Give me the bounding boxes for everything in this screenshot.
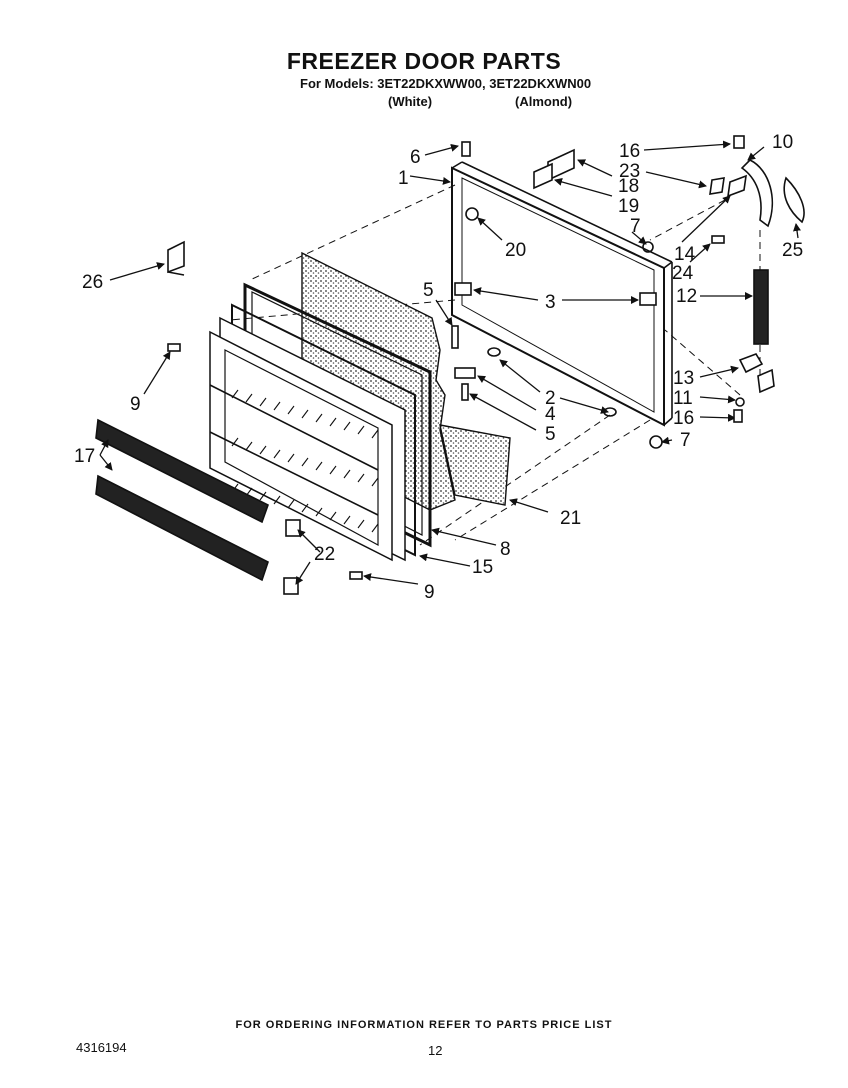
callout-2: 2 — [545, 388, 556, 409]
callout-23: 23 — [619, 161, 640, 182]
assembly-line — [664, 329, 741, 396]
clip-26 — [167, 240, 185, 276]
models-line: For Models: 3ET22DKXWW00, 3ET22DKXWN00 — [300, 76, 592, 91]
callout-14: 14 — [674, 244, 696, 265]
hinge-upper-left — [454, 282, 472, 296]
outer-door-panel — [451, 161, 673, 427]
callout-5-lower: 5 — [545, 424, 556, 445]
label-19 — [533, 162, 553, 190]
callout-9-lower: 9 — [424, 582, 435, 603]
hinge-pin — [461, 383, 469, 401]
callout-19: 19 — [618, 196, 639, 217]
door-handle — [709, 135, 805, 407]
callout-26: 26 — [82, 272, 103, 293]
callout-17: 17 — [74, 446, 95, 467]
assembly-line — [454, 419, 651, 541]
callout-10: 10 — [772, 132, 793, 153]
callout-7-lower: 7 — [680, 430, 691, 451]
shelf-end-cap — [283, 577, 299, 595]
callout-16-upper: 16 — [619, 141, 640, 162]
callout-13: 13 — [673, 368, 694, 389]
callout-6: 6 — [410, 147, 421, 168]
nut-7-upper — [642, 241, 654, 253]
assembly-line — [419, 414, 611, 546]
assembly-line — [649, 199, 726, 241]
shelf-end-cap — [285, 519, 301, 537]
door-foot — [487, 347, 501, 357]
callout-24: 24 — [672, 263, 694, 284]
variant-almond: (Almond) — [515, 94, 573, 109]
callout-7-upper: 7 — [630, 216, 641, 237]
hinge-bracket — [454, 367, 476, 379]
variant-white: (White) — [388, 94, 433, 109]
callout-1: 1 — [398, 168, 409, 189]
callout-25: 25 — [782, 240, 803, 261]
hinge-upper-right — [639, 292, 657, 306]
callout-20: 20 — [505, 240, 526, 261]
door-insulation-lower — [439, 424, 511, 506]
callout-9-upper: 9 — [130, 394, 141, 415]
hinge-pin-upper — [451, 325, 459, 349]
callout-12: 12 — [676, 286, 697, 307]
callout-16-lower: 16 — [673, 408, 694, 429]
plug-20 — [465, 207, 479, 221]
shelf-bar-upper — [95, 418, 269, 524]
callout-labels: 1 2 3 4 5 5 6 7 7 8 9 9 10 11 12 13 14 1… — [74, 132, 803, 603]
screw-9-upper — [167, 343, 181, 352]
callout-3: 3 — [545, 292, 556, 313]
nut-7-lower — [649, 435, 663, 449]
callout-15: 15 — [472, 557, 493, 578]
page-title: FREEZER DOOR PARTS — [286, 48, 562, 74]
screw-9-lower — [349, 571, 363, 580]
callout-22: 22 — [314, 544, 335, 565]
callout-4: 4 — [545, 404, 556, 425]
document-number: 4316194 — [76, 1040, 127, 1055]
callout-11: 11 — [673, 388, 693, 409]
callout-5-upper: 5 — [423, 280, 434, 301]
door-liner — [209, 303, 416, 562]
callout-8: 8 — [500, 539, 511, 560]
screw-16-lower — [733, 409, 743, 423]
shelf-bar-lower — [95, 474, 269, 582]
callout-21: 21 — [560, 508, 581, 529]
ordering-note: FOR ORDERING INFORMATION REFER TO PARTS … — [235, 1019, 613, 1031]
callout-18: 18 — [618, 176, 639, 197]
screw-top — [461, 141, 471, 157]
page-number: 12 — [428, 1043, 443, 1058]
assembly-line — [249, 184, 456, 281]
